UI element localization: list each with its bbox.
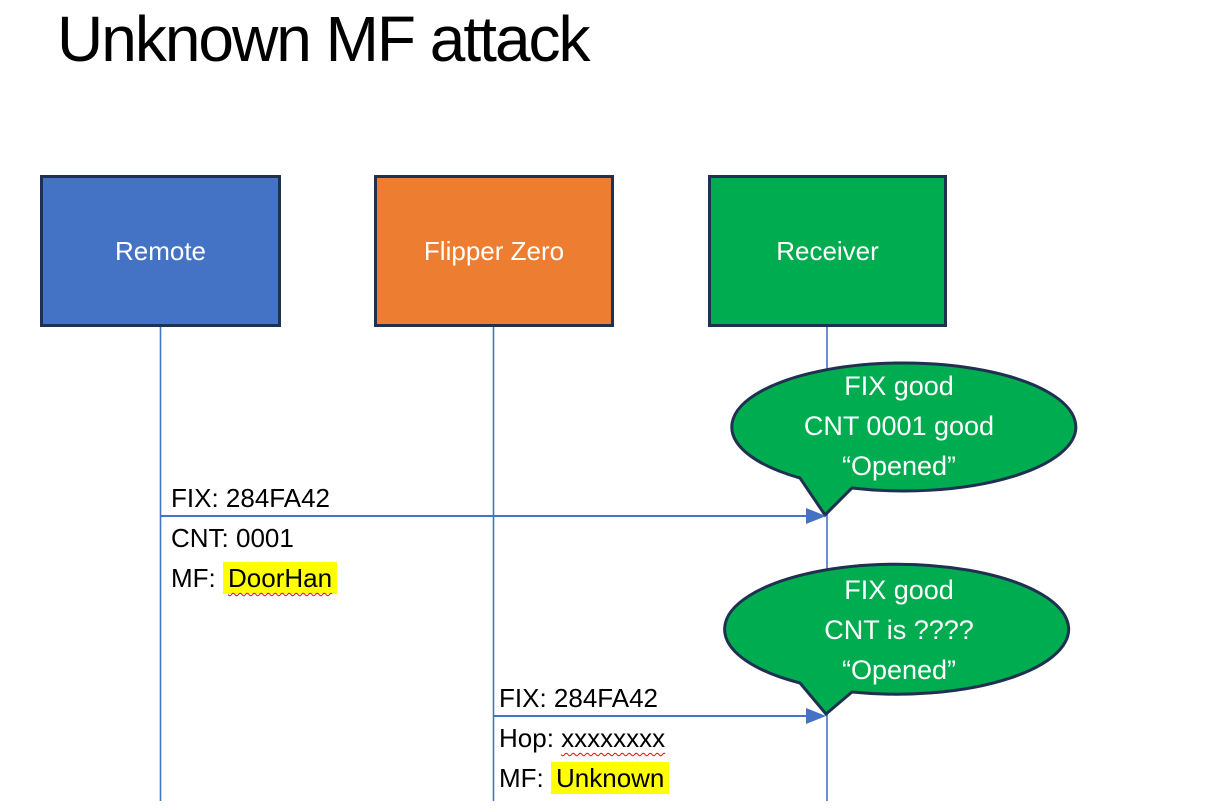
message1-arrowhead xyxy=(806,508,826,524)
actor-label-receiver: Receiver xyxy=(776,235,879,266)
message2-line3: MF: Unknown xyxy=(499,758,670,798)
message2-line2-prefix: Hop: xyxy=(499,723,562,753)
callout2-line2: CNT is ???? xyxy=(824,615,974,645)
message2-line3-value: Unknown xyxy=(551,762,670,794)
page-title: Unknown MF attack xyxy=(57,3,591,75)
callout2-line1: FIX good xyxy=(844,575,954,605)
callout1-line2: CNT 0001 good xyxy=(803,411,995,441)
message2-line2-value: xxxxxxxx xyxy=(561,723,666,753)
callout1-line1: FIX good xyxy=(844,371,954,401)
message2-line2: Hop: xxxxxxxx xyxy=(499,718,669,758)
message2-line3-prefix: MF: xyxy=(499,763,551,793)
message2-arrowhead xyxy=(806,708,826,724)
actor-label-remote: Remote xyxy=(114,235,207,266)
message1-labels: FIX: 284FA42 CNT: 0001 MF: DoorHan xyxy=(171,478,338,598)
message1-line3-value: DoorHan xyxy=(223,562,338,594)
message1-line2-prefix: CNT: xyxy=(171,523,236,553)
message1-line1: FIX: 284FA42 xyxy=(171,478,337,518)
message2-line1-prefix: FIX: xyxy=(499,683,554,713)
callout2-line3: “Opened” xyxy=(841,655,957,685)
message1-line2: CNT: 0001 xyxy=(171,518,337,558)
message1-line3-prefix: MF: xyxy=(171,563,223,593)
message1-line2-value: 0001 xyxy=(236,523,294,553)
actor-label-flipper-zero: Flipper Zero xyxy=(423,235,565,266)
message1-line3: MF: DoorHan xyxy=(171,558,338,598)
actor-box-receiver: Receiver xyxy=(708,175,947,327)
actor-box-remote: Remote xyxy=(40,175,281,327)
callout1-line3: “Opened” xyxy=(841,451,957,481)
callout1-bubble xyxy=(730,361,1078,518)
callout2-text: FIX good CNT is ???? “Opened” xyxy=(727,566,1071,694)
actor-box-flipper-zero: Flipper Zero xyxy=(374,175,614,327)
message1-line1-prefix: FIX: xyxy=(171,483,226,513)
callout1-text: FIX good CNT 0001 good “Opened” xyxy=(727,362,1071,490)
message2-line1-value: 284FA42 xyxy=(553,683,658,713)
message2-line1: FIX: 284FA42 xyxy=(499,678,669,718)
message2-labels: FIX: 284FA42 Hop: xxxxxxxx MF: Unknown xyxy=(499,678,670,798)
callout2-bubble xyxy=(723,562,1071,717)
message1-line1-value: 284FA42 xyxy=(225,483,330,513)
